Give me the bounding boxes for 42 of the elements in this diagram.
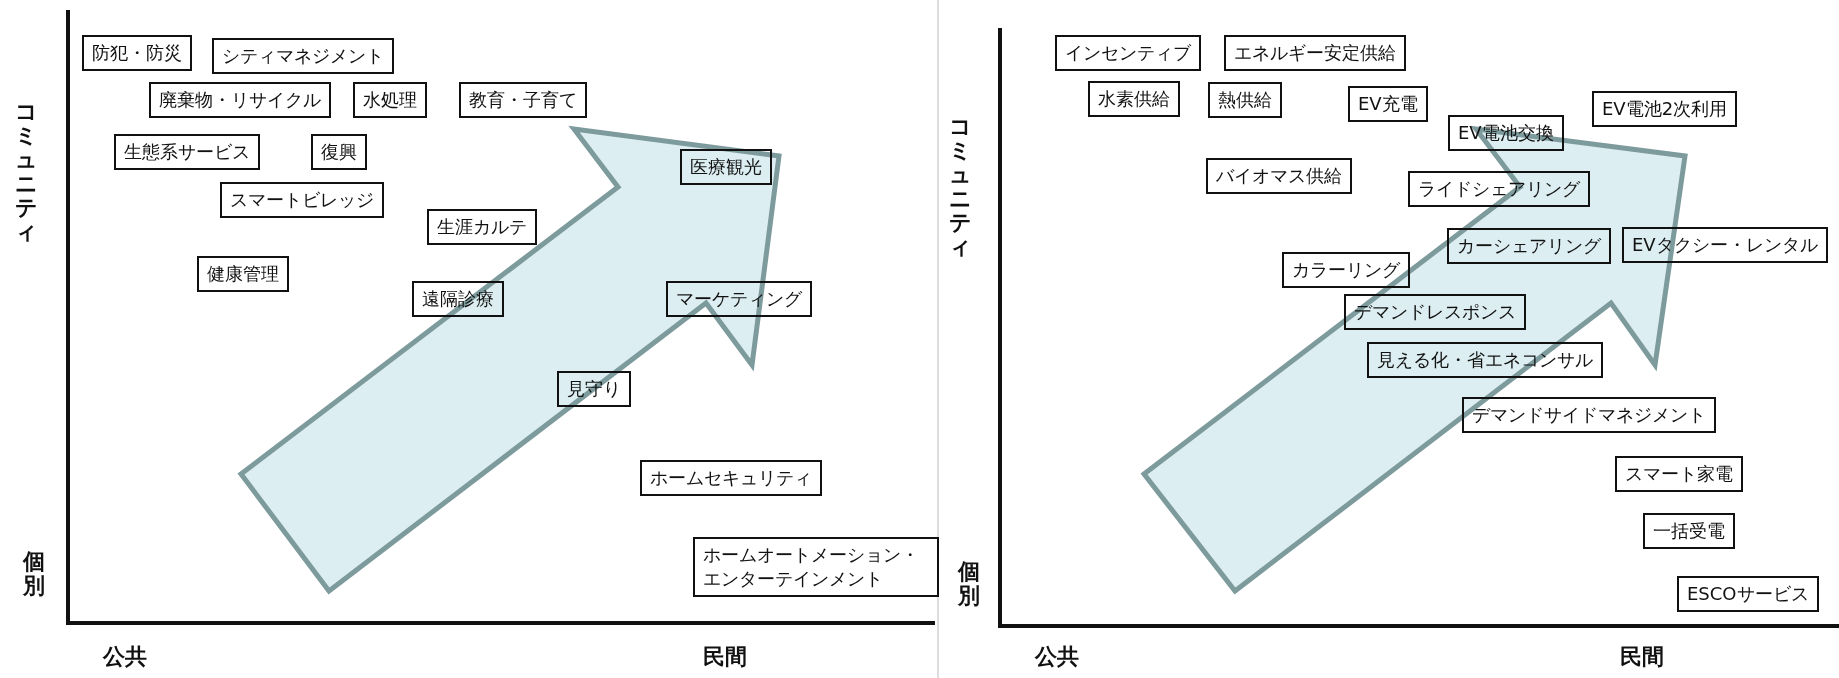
axis-label: 公共 [103, 644, 147, 670]
term-box: 水素供給 [1088, 81, 1180, 117]
term-box: デマンドサイドマネジメント [1462, 397, 1716, 433]
term-box: 廃棄物・リサイクル [149, 82, 331, 118]
term-box: EV充電 [1348, 86, 1428, 122]
term-box: ホームオートメーション・エンターテインメント [693, 537, 939, 597]
term-box: スマート家電 [1615, 456, 1743, 492]
term-box: ESCOサービス [1677, 576, 1819, 612]
term-box: デマンドレスポンス [1344, 294, 1526, 330]
term-box: 復興 [311, 134, 367, 170]
term-box: インセンティブ [1055, 35, 1201, 71]
term-box: カーシェアリング [1447, 228, 1611, 264]
term-box: シティマネジメント [212, 38, 394, 74]
term-box: エネルギー安定供給 [1224, 35, 1406, 71]
term-box: バイオマス供給 [1206, 158, 1352, 194]
term-box: EV電池2次利用 [1592, 91, 1738, 127]
term-box: 水処理 [353, 82, 427, 118]
term-box: 防犯・防災 [82, 35, 192, 71]
term-box: 教育・子育て [459, 82, 587, 118]
axis-label: 個別 [22, 550, 46, 598]
term-box: 見える化・省エネコンサル [1367, 342, 1603, 378]
axis-label: コミュニティ [14, 100, 38, 244]
term-box: ホームセキュリティ [640, 460, 822, 496]
term-box: カラーリング [1282, 252, 1410, 288]
axis-label: コミュニティ [948, 115, 972, 259]
axis-label: 個別 [957, 560, 981, 608]
term-box: 一括受電 [1643, 513, 1735, 549]
term-box: 健康管理 [197, 256, 289, 292]
term-box: 見守り [557, 371, 631, 407]
axis-label: 民間 [703, 644, 747, 670]
term-box: EV電池交換 [1448, 115, 1564, 151]
term-box: 生態系サービス [114, 134, 260, 170]
term-box: マーケティング [666, 281, 812, 317]
term-box: 遠隔診療 [412, 281, 504, 317]
term-box: 生涯カルテ [427, 209, 537, 245]
term-box: 医療観光 [680, 149, 772, 185]
axis-label: 公共 [1035, 644, 1079, 670]
term-box: EVタクシー・レンタル [1622, 227, 1828, 263]
term-box: スマートビレッジ [220, 182, 384, 218]
axis-label: 民間 [1620, 644, 1664, 670]
term-box: 熱供給 [1208, 82, 1282, 118]
term-box: ライドシェアリング [1408, 171, 1590, 207]
